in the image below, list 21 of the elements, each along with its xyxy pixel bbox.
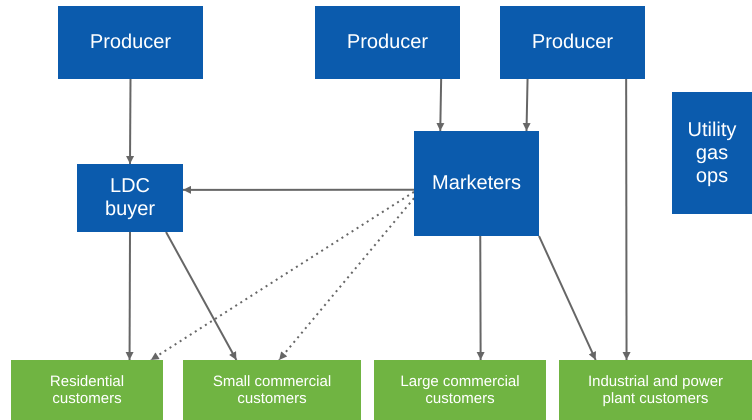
process-box: Utility gas ops xyxy=(672,92,752,214)
arrow xyxy=(436,78,444,132)
arrow xyxy=(522,78,531,132)
arrow xyxy=(278,198,415,361)
arrow xyxy=(183,186,414,194)
arrow xyxy=(126,79,134,164)
arrow xyxy=(538,236,597,360)
process-box: Producer xyxy=(315,6,460,79)
customer-box: Small commercial customers xyxy=(183,360,361,420)
arrow xyxy=(150,191,415,361)
arrow xyxy=(622,79,631,360)
arrow xyxy=(126,232,134,360)
arrow xyxy=(165,232,238,360)
process-box: Producer xyxy=(500,6,645,79)
customer-box: Industrial and power plant customers xyxy=(559,360,752,420)
arrow xyxy=(476,236,485,360)
customer-box: Large commercial customers xyxy=(374,360,546,420)
process-box: LDC buyer xyxy=(77,164,183,232)
process-box: Producer xyxy=(58,6,203,79)
process-box: Marketers xyxy=(414,131,539,236)
customer-box: Residential customers xyxy=(11,360,163,420)
